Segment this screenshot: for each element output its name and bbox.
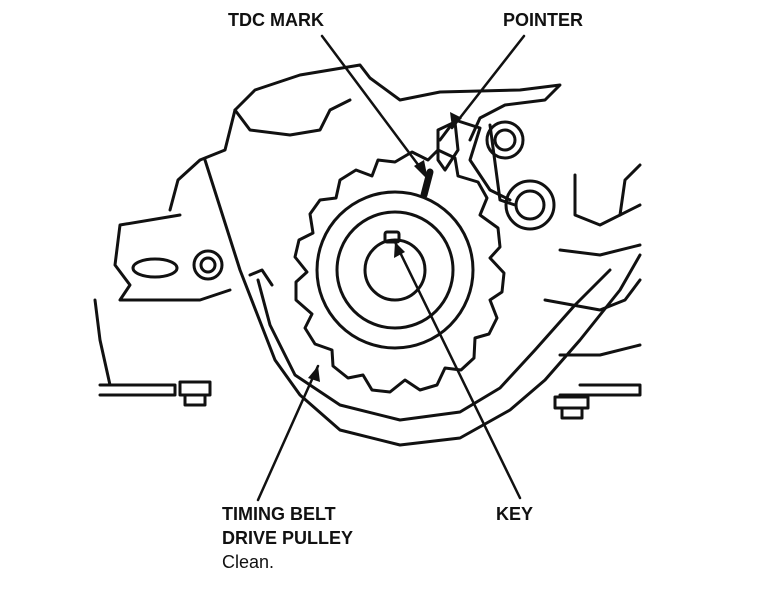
pointer-leader [450, 34, 526, 130]
pulley-note: Clean. [222, 552, 275, 572]
tensioner-arm [488, 123, 517, 207]
engine-casting-detail [93, 298, 162, 387]
tdc-mark-leader [320, 34, 430, 180]
lower-rail [558, 383, 642, 397]
pulley-leader [256, 364, 320, 502]
pulley-label-line2: DRIVE PULLEY [222, 528, 354, 548]
tdc-mark-bar [420, 168, 434, 199]
block-hole-inner [199, 256, 217, 274]
tdc-mark-arrowhead [414, 160, 428, 180]
engine-casting-detail [573, 173, 642, 227]
tensioner-upper-outer [485, 120, 525, 160]
engine-casting-detail [618, 163, 642, 217]
engine-block-outline [168, 63, 562, 212]
engine-casting-detail [233, 98, 352, 137]
tensioner-lower-outer [504, 179, 556, 231]
engine-casting-detail [543, 278, 642, 312]
key-leader [393, 240, 522, 500]
pulley-hub-middle [335, 210, 455, 330]
pulley-label-line1: TIMING BELT [222, 504, 336, 524]
key-label: KEY [496, 504, 534, 524]
right-bolt [553, 395, 590, 420]
pulley-bore [363, 238, 427, 302]
drive-pulley-sprocket [293, 148, 506, 394]
key-arrowhead [394, 242, 405, 258]
tensioner-upper-inner [493, 128, 517, 152]
pulley-hub-outer [315, 190, 475, 350]
block-hole-outer [192, 249, 224, 281]
pointer-arrowhead [450, 112, 462, 128]
engine-casting-detail [558, 243, 642, 257]
tdc-mark-label: TDC MARK [228, 10, 324, 30]
pulley-key [383, 230, 401, 244]
timing-cover-curve-inner [256, 268, 612, 422]
timing-cover-curve-edge [248, 268, 274, 287]
block-slot [131, 257, 179, 279]
engine-casting-detail [558, 343, 642, 357]
pointer-label: POINTER [503, 10, 584, 30]
timing-cover-curve-outer [203, 158, 642, 447]
lower-rail [98, 383, 177, 397]
engine-casting-detail [113, 213, 232, 302]
left-bolt [178, 380, 212, 407]
pulley-arrowhead [308, 366, 320, 382]
tensioner-lower-inner [514, 189, 546, 221]
